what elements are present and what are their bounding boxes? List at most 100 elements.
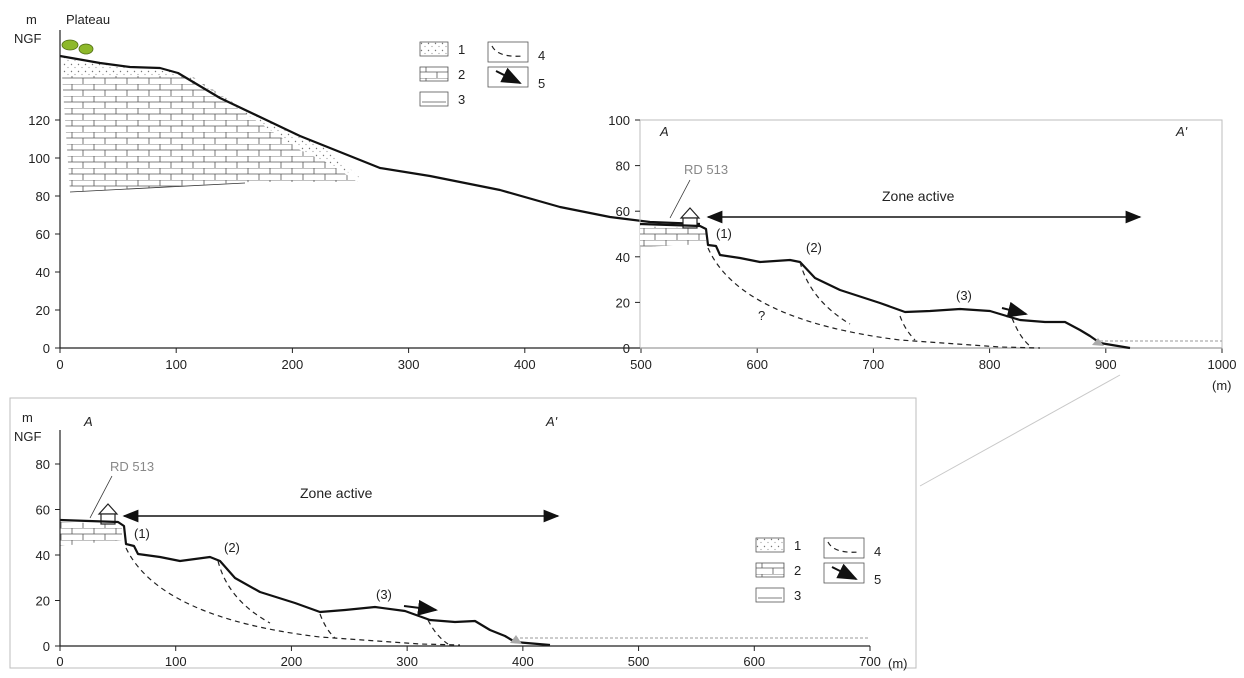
top-x-tick-label: 200 <box>282 357 304 372</box>
inset-road-leader <box>669 179 691 219</box>
top-x-tick-label: 0 <box>56 357 63 372</box>
inset-marker-3: (3) <box>956 288 972 303</box>
vegetation-icon <box>61 39 94 55</box>
bottom-y-tick-label: 80 <box>36 457 50 472</box>
bottom-slip-surface-3 <box>319 613 336 639</box>
inset-y-tick-label: 80 <box>616 159 630 174</box>
top-x-tick-label: 800 <box>979 357 1001 372</box>
top-x-tick-label: 500 <box>630 357 652 372</box>
inset-zone-label: Zone active <box>882 188 955 204</box>
bottom-x-tick-label: 600 <box>743 654 765 669</box>
inset-slip-surface-3 <box>899 315 916 341</box>
bottom-house-icon <box>97 503 119 525</box>
top-x-tick-label: 700 <box>863 357 885 372</box>
bottom-y-unit-m: m <box>22 410 33 425</box>
legend-5-num: 5 <box>874 572 881 587</box>
bottom-x-tick-label: 0 <box>56 654 63 669</box>
top-x-tick-label: 300 <box>398 357 420 372</box>
inset-point-a: A <box>659 124 669 139</box>
legend-5-num: 5 <box>538 76 545 91</box>
zoom-connector <box>919 374 1121 487</box>
inset-road-label: RD 513 <box>684 162 728 177</box>
inset-question-mark: ? <box>758 308 765 323</box>
bottom-x-tick-label: 700 <box>859 654 881 669</box>
legend-3-swatch <box>419 91 449 107</box>
bottom-legend: 1 2 3 4 5 <box>755 537 881 603</box>
legend-1-swatch <box>755 537 785 553</box>
bottom-y-tick-label: 40 <box>36 548 50 563</box>
inset-y-tick-label: 20 <box>616 295 630 310</box>
bottom-slip-surface-2 <box>217 560 271 624</box>
top-topography-line <box>59 54 701 226</box>
legend-2-num: 2 <box>794 563 801 578</box>
top-x-tick-label: 900 <box>1095 357 1117 372</box>
bottom-y-ticks: 0 20 40 60 80 <box>36 457 60 654</box>
legend-4-num: 4 <box>538 48 545 63</box>
bottom-point-a: A <box>83 414 93 429</box>
top-legend: 1 2 3 4 5 <box>419 41 545 107</box>
bottom-toe-deposit <box>510 635 522 644</box>
bottom-slip-surface-4 <box>427 619 449 645</box>
bottom-x-tick-label: 300 <box>396 654 418 669</box>
legend-2-swatch <box>755 562 785 578</box>
top-y-tick-label: 40 <box>36 265 50 280</box>
bottom-y-tick-label: 0 <box>43 639 50 654</box>
inset-slip-surface-1 <box>707 247 1041 349</box>
top-y-tick-label: 20 <box>36 303 50 318</box>
legend-3-swatch <box>755 587 785 603</box>
inset-slip-surface-4 <box>1011 317 1031 347</box>
top-y-tick-label: 60 <box>36 227 50 242</box>
bottom-y-unit-ngf: NGF <box>14 429 42 444</box>
bottom-x-unit: (m) <box>888 656 908 671</box>
bottom-x-tick-label: 200 <box>281 654 303 669</box>
bottom-marker-2: (2) <box>224 540 240 555</box>
inset-marker-2: (2) <box>806 240 822 255</box>
top-y-unit-ngf: NGF <box>14 31 42 46</box>
top-x-tick-label: 600 <box>746 357 768 372</box>
marl-contact <box>69 182 246 193</box>
bottom-y-tick-label: 60 <box>36 503 50 518</box>
top-x-tick-label: 100 <box>165 357 187 372</box>
bottom-limestone <box>60 522 122 546</box>
top-y-tick-label: 80 <box>36 189 50 204</box>
bottom-road-label: RD 513 <box>110 459 154 474</box>
bottom-topography-line <box>59 518 551 647</box>
legend-2-swatch <box>419 66 449 82</box>
top-x-unit: (m) <box>1212 378 1232 393</box>
inset-point-a-prime: A' <box>1175 124 1188 139</box>
bottom-marker-1: (1) <box>134 526 150 541</box>
inset-toe-deposit <box>1092 338 1104 346</box>
inset-topography-line <box>639 222 1131 350</box>
inset-y-tick-label: 100 <box>608 113 630 128</box>
bottom-x-tick-label: 100 <box>165 654 187 669</box>
legend-1-swatch <box>419 41 449 57</box>
scree-layer <box>62 57 360 178</box>
inset-movement-arrow <box>1001 301 1028 318</box>
top-y-tick-label: 100 <box>28 151 50 166</box>
bottom-panel-frame <box>9 397 917 669</box>
inset-y-tick-label: 60 <box>616 204 630 219</box>
bottom-road-leader <box>89 475 113 519</box>
limestone-layer <box>62 75 358 192</box>
bottom-profile: m NGF A A' RD 513 Zone active (1) (2) (3… <box>9 397 917 671</box>
legend-4-swatch <box>487 41 529 63</box>
inset-limestone <box>640 226 706 247</box>
top-x-tick-label: 400 <box>514 357 536 372</box>
inset-house-icon <box>679 207 701 229</box>
bottom-x-tick-label: 500 <box>628 654 650 669</box>
legend-4-num: 4 <box>874 544 881 559</box>
bottom-marker-3: (3) <box>376 587 392 602</box>
inset-y-tick-label: 40 <box>616 250 630 265</box>
plateau-label: Plateau <box>66 12 110 27</box>
bottom-point-a-prime: A' <box>545 414 558 429</box>
top-y-unit-m: m <box>26 12 37 27</box>
bottom-y-tick-label: 20 <box>36 594 50 609</box>
legend-4-swatch <box>823 537 865 559</box>
bottom-slip-surface-1 <box>125 547 461 646</box>
